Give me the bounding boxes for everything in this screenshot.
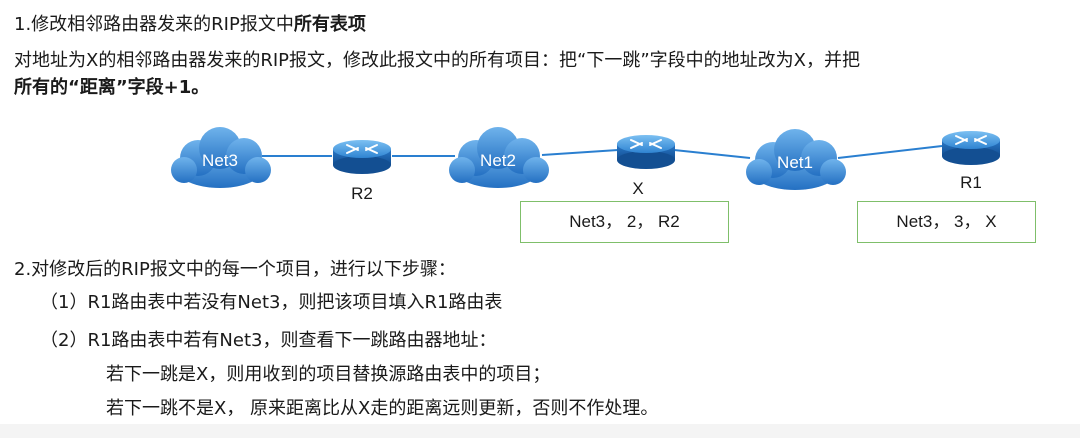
section1-desc-line1: 对地址为X的相邻路由器发来的RIP报文，修改此报文中的所有项目：把“下一跳”字段… — [14, 50, 860, 71]
section2-step1: （1）R1路由表中若没有Net3，则把该项目填入R1路由表 — [40, 292, 503, 313]
section1-title: 1.修改相邻路由器发来的RIP报文中所有表项 — [14, 12, 366, 38]
section2-step2: （2）R1路由表中若有Net3，则查看下一跳路由器地址： — [40, 330, 497, 351]
router-label-x: X — [632, 179, 643, 198]
cloud-label-net3: Net3 — [202, 151, 238, 170]
router-icon — [332, 139, 392, 175]
cloud-label-net2: Net2 — [480, 151, 516, 170]
bottom-edge — [0, 424, 1080, 438]
cloud-net1: Net1 — [746, 129, 846, 190]
router-label-r1: R1 — [960, 173, 982, 192]
cloud-net3: Net3 — [171, 127, 271, 188]
section2-sub2: 若下一跳不是X， 原来距离比从X走的距离远则更新，否则不作处理。 — [106, 398, 659, 419]
routing-entry-box-r1: Net3， 3， X — [857, 201, 1036, 243]
router-icon — [941, 130, 1001, 166]
section1-title-prefix: 1.修改相邻路由器发来的RIP报文中 — [14, 14, 294, 35]
link-x-net1 — [673, 149, 751, 159]
section2-title: 2.对修改后的RIP报文中的每一个项目，进行以下步骤： — [14, 259, 456, 280]
router-label-r2: R2 — [351, 184, 373, 203]
router-r2: R2 — [332, 139, 392, 203]
section2-sub1: 若下一跳是X，则用收到的项目替换源路由表中的项目； — [106, 364, 551, 385]
link-net2-x — [541, 149, 619, 156]
routing-entry-box-x: Net3， 2， R2 — [520, 201, 729, 243]
cloud-net2: Net2 — [449, 127, 549, 188]
router-r1: R1 — [941, 130, 1001, 192]
router-icon — [616, 134, 676, 170]
router-x: X — [616, 134, 676, 198]
cloud-label-net1: Net1 — [777, 153, 813, 172]
section1-desc-line2: 所有的“距离”字段+1。 — [14, 77, 210, 98]
link-net1-r1 — [837, 145, 943, 159]
network-links — [262, 145, 943, 159]
section1-title-bold: 所有表项 — [293, 14, 366, 35]
